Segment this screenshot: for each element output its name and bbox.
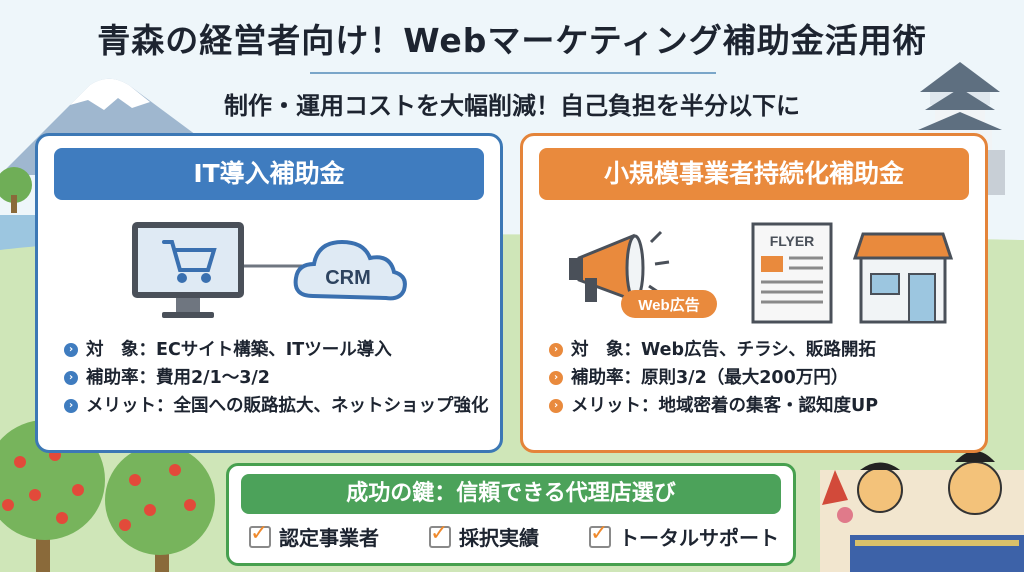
success-key-checklist: ✓認定事業者 ✓採択実績 ✓トータルサポート: [249, 520, 779, 551]
small-business-subsidy-heading: 小規模事業者持続化補助金: [539, 148, 969, 200]
chevron-right-icon: ›: [64, 399, 78, 413]
chevron-right-icon: ›: [64, 343, 78, 357]
cloud-label: CRM: [325, 267, 371, 289]
nebuta-float-icon: [820, 451, 1024, 572]
page-subtitle: 制作・運用コストを大幅削減！自己負担を半分以下に: [224, 92, 800, 120]
cloud-icon: [293, 239, 407, 301]
title-divider: [310, 72, 716, 74]
page-title: 青森の経営者向け！Webマーケティング補助金活用術: [97, 21, 927, 60]
shopping-cart-icon: [162, 240, 217, 283]
storefront-icon: [852, 232, 954, 324]
megaphone-icon: [569, 230, 670, 303]
tree-icon: [0, 167, 32, 213]
checkbox-checked-icon: ✓: [249, 521, 271, 548]
flyer-label: FLYER: [770, 233, 815, 249]
detail-line: ›メリット：地域密着の集客・認知度UP: [549, 392, 878, 420]
checklist-item: ✓認定事業者: [249, 520, 379, 550]
small-business-subsidy-card: 小規模事業者持続化補助金 Web広告 FLYER: [520, 133, 988, 453]
chevron-right-icon: ›: [549, 343, 563, 357]
computer-cloud-illustration: CRM: [132, 222, 407, 318]
checklist-item: ✓採択実績: [429, 520, 539, 550]
it-subsidy-card: IT導入補助金 CRM ›対 象：ECサイト構築、ITツール導入 ›補助率：費用…: [35, 133, 503, 453]
detail-line: ›対 象：ECサイト構築、ITツール導入: [64, 336, 489, 364]
chevron-right-icon: ›: [549, 371, 563, 385]
it-subsidy-heading: IT導入補助金: [54, 148, 484, 200]
it-subsidy-details: ›対 象：ECサイト構築、ITツール導入 ›補助率：費用2/1〜3/2 ›メリッ…: [64, 336, 489, 420]
small-business-subsidy-details: ›対 象：Web広告、チラシ、販路開拓 ›補助率：原則3/2（最大200万円） …: [549, 336, 878, 420]
checklist-item: ✓トータルサポート: [589, 520, 779, 550]
success-key-box: 成功の鍵：信頼できる代理店選び ✓認定事業者 ✓採択実績 ✓トータルサポート: [226, 463, 796, 566]
marketing-illustration: Web広告 FLYER: [569, 222, 954, 324]
checkbox-checked-icon: ✓: [589, 521, 611, 548]
apple-tree-icon: [105, 445, 215, 572]
web-ad-badge: [621, 290, 717, 318]
detail-line: ›補助率：費用2/1〜3/2: [64, 364, 489, 392]
chevron-right-icon: ›: [549, 399, 563, 413]
checkbox-checked-icon: ✓: [429, 521, 451, 548]
success-key-heading: 成功の鍵：信頼できる代理店選び: [241, 474, 781, 514]
flyer-icon: [751, 222, 833, 324]
chevron-right-icon: ›: [64, 371, 78, 385]
computer-monitor-icon: [132, 222, 244, 318]
detail-line: ›補助率：原則3/2（最大200万円）: [549, 364, 878, 392]
detail-line: ›対 象：Web広告、チラシ、販路開拓: [549, 336, 878, 364]
detail-line: ›メリット：全国への販路拡大、ネットショップ強化: [64, 392, 489, 420]
web-ad-label: Web広告: [638, 296, 699, 314]
